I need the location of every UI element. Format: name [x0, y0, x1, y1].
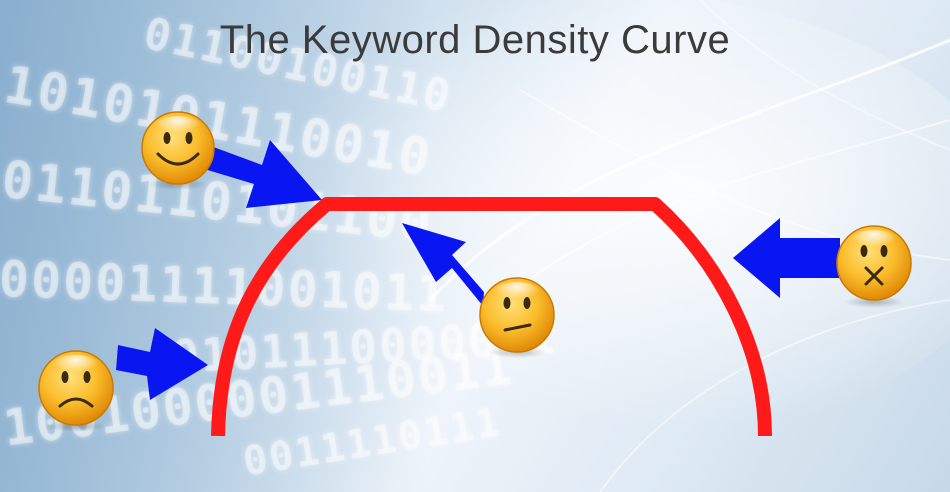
neutral-smiley-icon	[479, 277, 555, 358]
dizzy-smiley-icon	[836, 225, 912, 308]
slide-title: The Keyword Density Curve	[219, 18, 731, 62]
happy-smiley-icon	[141, 111, 215, 190]
blue-arrow-icon	[116, 328, 208, 400]
sad-smiley-icon	[38, 350, 114, 432]
blue-arrow-icon	[402, 223, 484, 306]
blue-arrow-icon	[733, 218, 840, 298]
keyword-density-curve	[211, 197, 772, 437]
blue-arrow-icon	[201, 140, 322, 208]
